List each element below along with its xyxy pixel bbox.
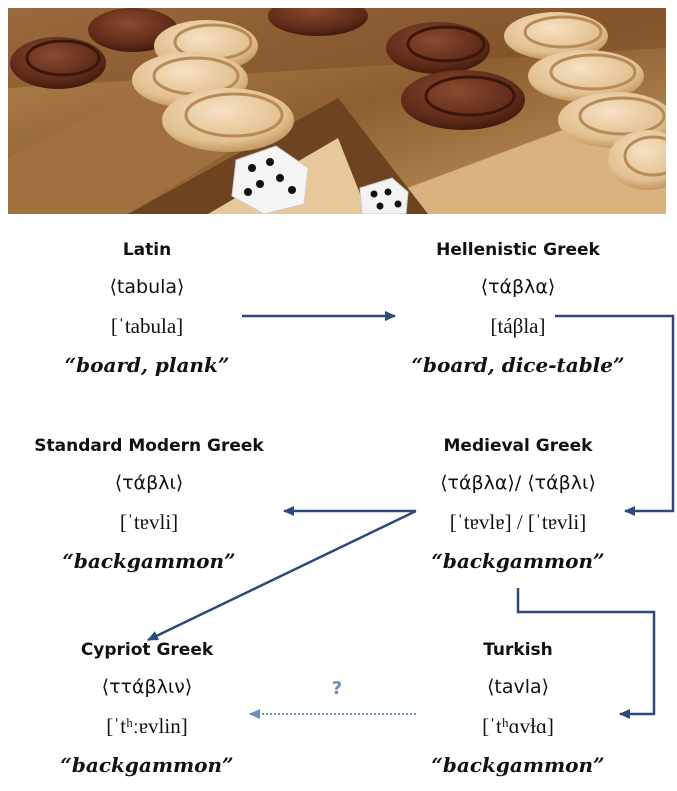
written-form: ⟨τάβλα⟩/ ⟨τάβλι⟩ xyxy=(440,472,596,494)
meaning: “backgammon” xyxy=(62,549,236,573)
backgammon-photo xyxy=(8,8,666,214)
pronunciation: [ˈtɐvli] xyxy=(119,510,179,534)
arrow-medieval-to-cypriot xyxy=(147,509,417,642)
node-turkish: Turkish ⟨tavla⟩ [ˈtʰɑvɫɑ] “backgammon” xyxy=(363,640,673,778)
written-form: ⟨tabula⟩ xyxy=(109,276,185,298)
meaning: “backgammon” xyxy=(60,753,234,777)
pronunciation: [ˈtʰɑvɫɑ] xyxy=(482,714,554,738)
written-form: ⟨τάβλι⟩ xyxy=(114,472,184,494)
language-name: Medieval Greek xyxy=(443,436,593,456)
language-name: Turkish xyxy=(483,640,553,660)
node-medieval-greek: Medieval Greek ⟨τάβλα⟩/ ⟨τάβλι⟩ [ˈtɐvlɐ]… xyxy=(363,436,673,574)
language-name: Standard Modern Greek xyxy=(34,436,264,456)
pronunciation: [ˈtʰːɐvlin] xyxy=(106,714,188,738)
meaning: “backgammon” xyxy=(431,753,605,777)
meaning: “backgammon” xyxy=(431,549,605,573)
language-name: Latin xyxy=(122,240,172,260)
node-hellenistic: Hellenistic Greek ⟨τάβλα⟩ [táβla] “board… xyxy=(363,240,673,378)
node-standard-modern-greek: Standard Modern Greek ⟨τάβλι⟩ [ˈtɐvli] “… xyxy=(0,436,304,574)
uncertain-marker: ? xyxy=(331,678,343,699)
meaning: “board, dice-table” xyxy=(411,353,625,377)
written-form: ⟨τάβλα⟩ xyxy=(480,276,556,298)
written-form: ⟨tavla⟩ xyxy=(486,676,550,698)
pronunciation: [táβla] xyxy=(490,314,546,338)
language-name: Cypriot Greek xyxy=(80,640,214,660)
written-form: ⟨ττάβλιν⟩ xyxy=(101,676,193,698)
meaning: “board, plank” xyxy=(64,353,230,377)
node-latin: Latin ⟨tabula⟩ [ˈtabula] “board, plank” xyxy=(0,240,302,378)
arrow-medieval-to-turkish xyxy=(516,588,656,719)
pronunciation: [ˈtɐvlɐ] / [ˈtɐvli] xyxy=(449,510,587,534)
arrow-hellenistic-to-medieval xyxy=(555,314,675,516)
pronunciation: [ˈtabula] xyxy=(110,314,184,338)
node-cypriot-greek: Cypriot Greek ⟨ττάβλιν⟩ [ˈtʰːɐvlin] “bac… xyxy=(0,640,302,778)
language-name: Hellenistic Greek xyxy=(436,240,600,260)
